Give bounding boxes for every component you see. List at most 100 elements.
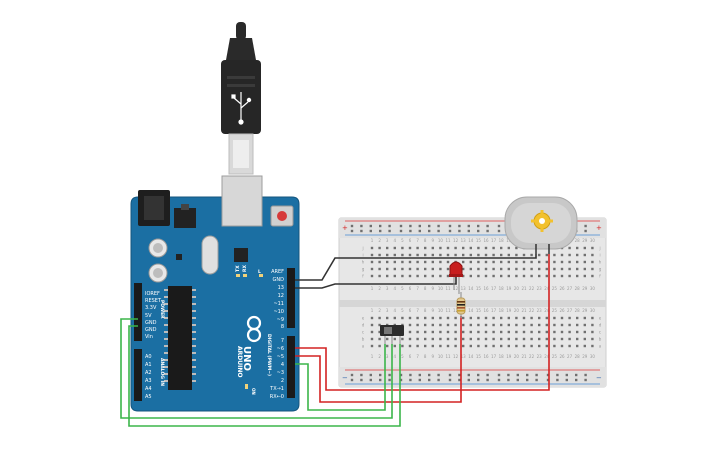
terminal-hole[interactable] bbox=[568, 260, 571, 264]
terminal-hole[interactable] bbox=[522, 274, 526, 278]
rail-hole[interactable] bbox=[467, 224, 470, 228]
reset-button[interactable] bbox=[270, 205, 294, 227]
terminal-hole[interactable] bbox=[484, 253, 488, 257]
rail-hole[interactable] bbox=[379, 378, 382, 382]
rail-hole[interactable] bbox=[399, 373, 403, 377]
terminal-hole[interactable] bbox=[576, 246, 579, 250]
terminal-hole[interactable] bbox=[370, 330, 374, 334]
rail-hole[interactable] bbox=[437, 373, 440, 377]
terminal-hole[interactable] bbox=[424, 267, 427, 271]
terminal-hole[interactable] bbox=[462, 260, 465, 264]
rail-hole[interactable] bbox=[458, 224, 461, 228]
terminal-hole[interactable] bbox=[408, 323, 412, 327]
terminal-hole[interactable] bbox=[370, 267, 374, 271]
terminal-hole[interactable] bbox=[416, 344, 419, 348]
terminal-hole[interactable] bbox=[515, 344, 518, 348]
terminal-hole[interactable] bbox=[515, 267, 518, 271]
terminal-hole[interactable] bbox=[530, 253, 533, 257]
terminal-hole[interactable] bbox=[507, 260, 510, 264]
terminal-hole[interactable] bbox=[378, 344, 381, 348]
rail-hole[interactable] bbox=[497, 373, 501, 377]
terminal-hole[interactable] bbox=[477, 246, 480, 250]
terminal-hole[interactable] bbox=[378, 274, 381, 278]
terminal-hole[interactable] bbox=[469, 337, 472, 341]
terminal-hole[interactable] bbox=[416, 316, 419, 320]
terminal-hole[interactable] bbox=[446, 337, 450, 341]
terminal-hole[interactable] bbox=[591, 337, 594, 341]
terminal-hole[interactable] bbox=[492, 337, 495, 341]
terminal-hole[interactable] bbox=[500, 267, 503, 271]
terminal-hole[interactable] bbox=[553, 267, 556, 271]
terminal-hole[interactable] bbox=[408, 337, 412, 341]
terminal-hole[interactable] bbox=[431, 274, 434, 278]
terminal-hole[interactable] bbox=[522, 316, 526, 320]
terminal-hole[interactable] bbox=[393, 337, 396, 341]
terminal-hole[interactable] bbox=[530, 274, 533, 278]
rail-hole[interactable] bbox=[575, 378, 578, 382]
terminal-hole[interactable] bbox=[507, 330, 510, 334]
rail-hole[interactable] bbox=[409, 373, 412, 377]
terminal-hole[interactable] bbox=[378, 246, 381, 250]
terminal-hole[interactable] bbox=[484, 274, 488, 278]
terminal-hole[interactable] bbox=[492, 246, 495, 250]
terminal-hole[interactable] bbox=[431, 316, 434, 320]
rail-hole[interactable] bbox=[379, 229, 382, 233]
terminal-hole[interactable] bbox=[560, 274, 564, 278]
terminal-hole[interactable] bbox=[576, 323, 579, 327]
terminal-hole[interactable] bbox=[484, 330, 488, 334]
terminal-hole[interactable] bbox=[484, 267, 488, 271]
terminal-hole[interactable] bbox=[507, 316, 510, 320]
terminal-hole[interactable] bbox=[477, 274, 480, 278]
terminal-hole[interactable] bbox=[560, 253, 564, 257]
rail-hole[interactable] bbox=[584, 378, 587, 382]
terminal-hole[interactable] bbox=[560, 330, 564, 334]
dc-motor[interactable] bbox=[504, 196, 578, 254]
terminal-hole[interactable] bbox=[454, 337, 457, 341]
terminal-hole[interactable] bbox=[424, 253, 427, 257]
terminal-hole[interactable] bbox=[515, 260, 518, 264]
terminal-hole[interactable] bbox=[469, 274, 472, 278]
terminal-hole[interactable] bbox=[507, 246, 510, 250]
terminal-hole[interactable] bbox=[462, 330, 465, 334]
terminal-hole[interactable] bbox=[439, 246, 442, 250]
terminal-hole[interactable] bbox=[591, 323, 594, 327]
terminal-hole[interactable] bbox=[477, 330, 480, 334]
terminal-hole[interactable] bbox=[401, 316, 404, 320]
terminal-hole[interactable] bbox=[439, 253, 442, 257]
rail-hole[interactable] bbox=[584, 224, 587, 228]
terminal-hole[interactable] bbox=[439, 337, 442, 341]
rail-hole[interactable] bbox=[399, 224, 403, 228]
terminal-hole[interactable] bbox=[522, 253, 526, 257]
terminal-hole[interactable] bbox=[378, 337, 381, 341]
terminal-hole[interactable] bbox=[386, 274, 389, 278]
terminal-hole[interactable] bbox=[416, 274, 419, 278]
terminal-hole[interactable] bbox=[576, 274, 579, 278]
terminal-hole[interactable] bbox=[378, 260, 381, 264]
terminal-hole[interactable] bbox=[515, 274, 518, 278]
terminal-hole[interactable] bbox=[553, 316, 556, 320]
terminal-hole[interactable] bbox=[560, 267, 564, 271]
terminal-hole[interactable] bbox=[431, 344, 434, 348]
terminal-hole[interactable] bbox=[424, 323, 427, 327]
rail-hole[interactable] bbox=[486, 229, 489, 233]
terminal-hole[interactable] bbox=[553, 274, 556, 278]
wire-red[interactable] bbox=[295, 254, 550, 403]
rail-hole[interactable] bbox=[369, 229, 372, 233]
terminal-hole[interactable] bbox=[477, 260, 480, 264]
terminal-hole[interactable] bbox=[378, 267, 381, 271]
terminal-hole[interactable] bbox=[568, 274, 571, 278]
rail-hole[interactable] bbox=[507, 373, 510, 377]
rail-hole[interactable] bbox=[516, 373, 519, 377]
terminal-hole[interactable] bbox=[439, 316, 442, 320]
terminal-hole[interactable] bbox=[553, 323, 556, 327]
terminal-hole[interactable] bbox=[522, 260, 526, 264]
terminal-hole[interactable] bbox=[393, 344, 396, 348]
terminal-hole[interactable] bbox=[568, 267, 571, 271]
terminal-hole[interactable] bbox=[408, 344, 412, 348]
rail-hole[interactable] bbox=[486, 373, 489, 377]
terminal-hole[interactable] bbox=[454, 344, 457, 348]
rail-hole[interactable] bbox=[428, 373, 431, 377]
terminal-hole[interactable] bbox=[431, 267, 434, 271]
terminal-hole[interactable] bbox=[545, 274, 548, 278]
terminal-hole[interactable] bbox=[560, 316, 564, 320]
